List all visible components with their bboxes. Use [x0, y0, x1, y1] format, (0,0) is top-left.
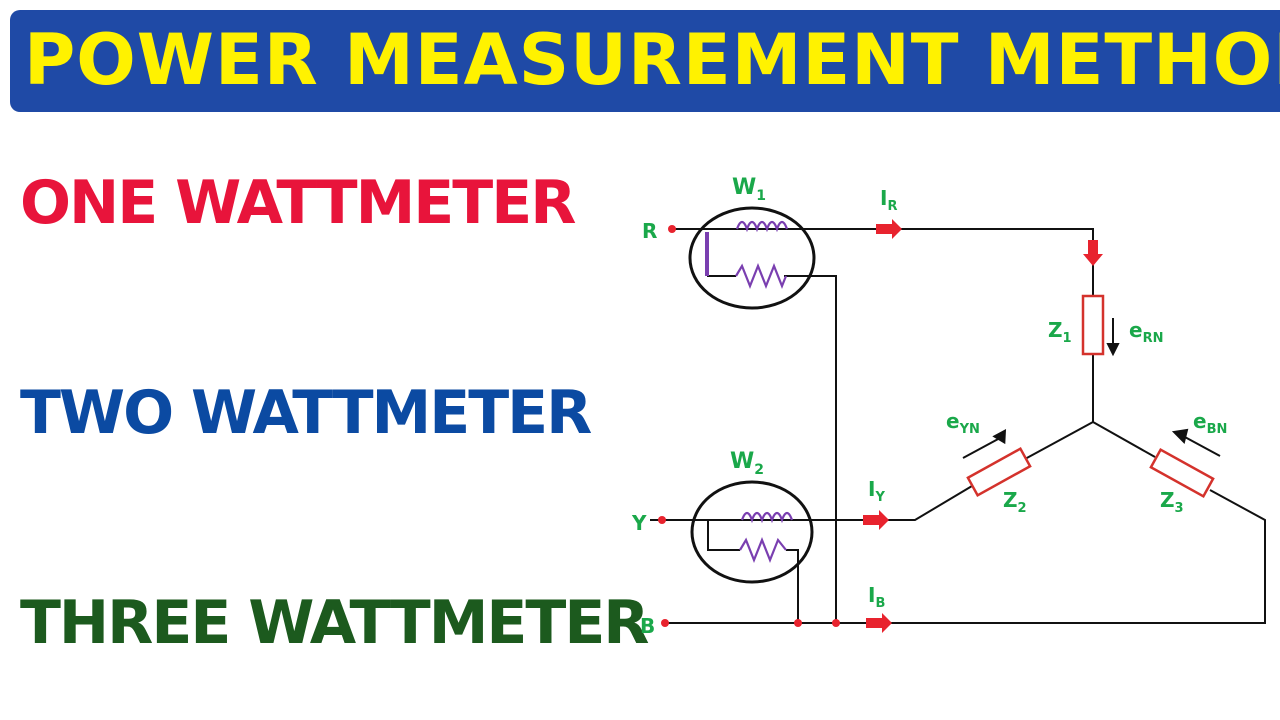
label-w1: W1 — [732, 175, 766, 204]
current-arrows — [863, 219, 1103, 633]
arrow-eyn-head — [992, 429, 1007, 445]
wattmeter-w1-body — [688, 206, 816, 310]
label-ib: IB — [868, 583, 885, 611]
arrow-ebn-line — [1182, 435, 1221, 457]
label-eyn: eYN — [946, 409, 980, 437]
terminal-b — [661, 619, 669, 627]
title-banner — [10, 10, 1280, 112]
w1-current-coil — [735, 220, 789, 233]
wire-b-line — [665, 489, 1266, 624]
impedance-z3 — [1149, 448, 1215, 498]
wire-neutral-to-z3 — [1092, 421, 1156, 458]
wire-neutral-to-z2 — [1024, 421, 1094, 460]
w2-coils — [739, 511, 794, 563]
phase-label-y: Y — [631, 511, 647, 535]
label-z1: Z1 — [1048, 318, 1072, 346]
terminal-y — [658, 516, 666, 524]
method-one-wattmeter: ONE WATTMETER — [20, 168, 576, 238]
label-ern: eRN — [1129, 318, 1163, 346]
label-z2: Z2 — [1003, 488, 1027, 516]
wattmeter-w2-body — [690, 480, 814, 584]
arrow-eyn-line — [962, 437, 1001, 459]
label-ir: IR — [880, 186, 897, 214]
w2-pressure-lead — [707, 520, 799, 623]
label-w2: W2 — [730, 449, 764, 478]
w2-pressure-coil — [739, 537, 787, 563]
wire-y-line — [650, 485, 973, 521]
w1-pressure-coil — [735, 263, 788, 289]
label-ebn: eBN — [1193, 409, 1227, 437]
method-two-wattmeter: TWO WATTMETER — [20, 378, 592, 448]
w1-coils — [705, 220, 789, 289]
w1-coil-bracket — [705, 232, 709, 276]
junction-w2-b — [794, 619, 802, 627]
arrow-z1-current — [1083, 240, 1103, 266]
junction-dots — [658, 225, 840, 627]
emf-arrows — [962, 318, 1221, 459]
arrow-ib — [866, 613, 892, 633]
wire-r-line — [672, 228, 1094, 296]
impedance-z2 — [966, 447, 1032, 497]
junction-w1-b — [832, 619, 840, 627]
w2-current-coil — [740, 511, 794, 524]
method-three-wattmeter: THREE WATTMETER — [20, 588, 650, 658]
impedance-z1 — [1081, 294, 1105, 356]
label-iy: IY — [868, 477, 885, 505]
arrow-iy — [863, 510, 889, 530]
arrow-ern-head — [1106, 343, 1120, 357]
arrow-ir — [876, 219, 902, 239]
phase-label-r: R — [642, 219, 657, 243]
terminal-r — [668, 225, 676, 233]
label-z3: Z3 — [1160, 488, 1184, 516]
page-title: POWER MEASUREMENT METHODS — [24, 19, 1280, 101]
arrow-ebn-head — [1171, 428, 1189, 444]
phase-label-b: B — [640, 614, 655, 638]
w1-pressure-lead — [707, 232, 837, 623]
